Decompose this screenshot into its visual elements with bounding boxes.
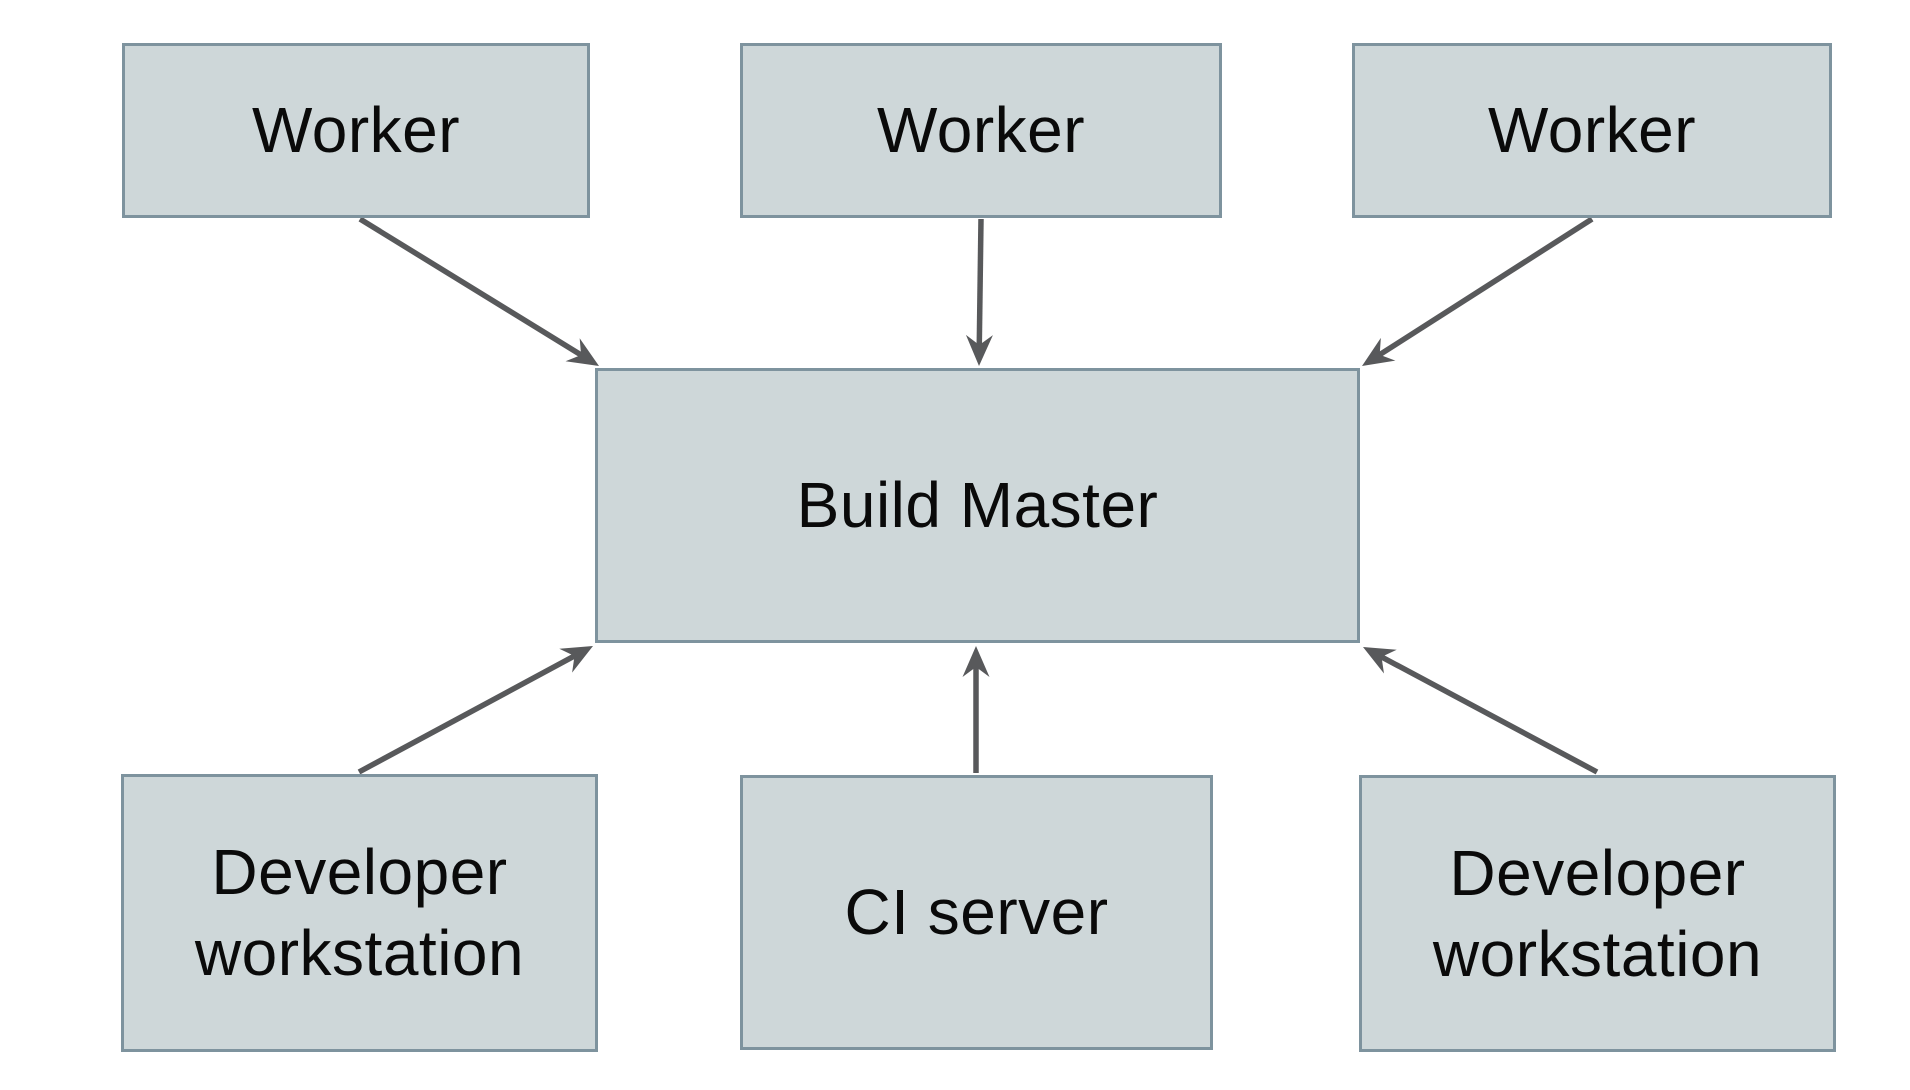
arrow-head: [965, 334, 993, 366]
node-developer-workstation-right: Developer workstation: [1359, 775, 1836, 1052]
node-developer-workstation-left-label: Developer workstation: [194, 836, 525, 989]
node-build-master: Build Master: [595, 368, 1360, 643]
arrow-head: [559, 646, 593, 673]
arrow-shaft: [358, 216, 584, 358]
node-developer-workstation-left: Developer workstation: [121, 774, 598, 1052]
node-worker-1: Worker: [122, 43, 590, 218]
arrow-shaft: [976, 218, 984, 347]
node-build-master-label: Build Master: [796, 469, 1159, 542]
arrow-shaft: [1379, 653, 1599, 775]
arrow-head: [1363, 647, 1397, 674]
node-worker-2-label: Worker: [876, 94, 1086, 167]
arrow-head: [962, 646, 990, 677]
node-developer-workstation-right-label: Developer workstation: [1432, 836, 1763, 990]
node-worker-3-label: Worker: [1487, 94, 1697, 167]
node-worker-3: Worker: [1352, 43, 1832, 218]
node-ci-server: CI server: [740, 775, 1213, 1050]
arrow-shaft: [1377, 216, 1594, 358]
arrow-shaft: [357, 653, 577, 775]
node-worker-2: Worker: [740, 43, 1222, 218]
node-ci-server-label: CI server: [844, 876, 1109, 949]
node-worker-1-label: Worker: [251, 94, 461, 167]
arrow-head: [1362, 337, 1396, 366]
